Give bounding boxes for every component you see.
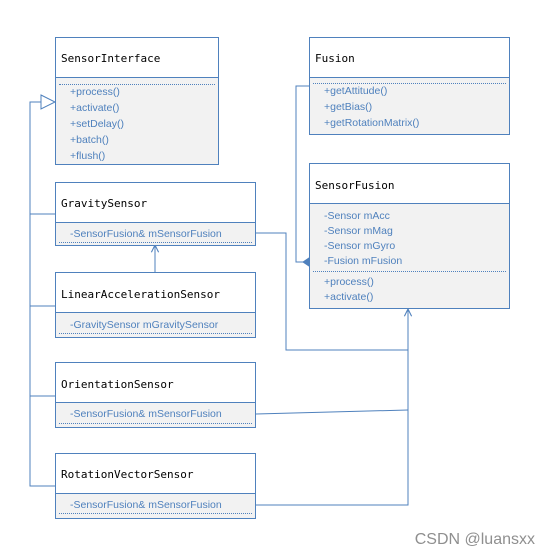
operation: +activate() bbox=[70, 102, 120, 114]
class-body: -SensorFusion& mSensorFusion bbox=[56, 493, 255, 518]
separator bbox=[59, 84, 215, 85]
attribute: -Sensor mGyro bbox=[324, 240, 396, 252]
operation: +getRotationMatrix() bbox=[324, 117, 420, 129]
class-name: RotationVectorSensor bbox=[61, 468, 194, 481]
operation: +activate() bbox=[324, 291, 374, 303]
attribute: -SensorFusion& mSensorFusion bbox=[70, 408, 222, 420]
operation: +getBias() bbox=[324, 101, 373, 113]
class-name: SensorInterface bbox=[61, 52, 161, 65]
separator bbox=[59, 333, 252, 334]
class-rotation-vector-sensor[interactable]: RotationVectorSensor -SensorFusion& mSen… bbox=[55, 453, 256, 519]
class-sensor-fusion[interactable]: SensorFusion -Sensor mAcc -Sensor mMag -… bbox=[309, 163, 510, 309]
attribute: -SensorFusion& mSensorFusion bbox=[70, 499, 222, 511]
attribute: -GravitySensor mGravitySensor bbox=[70, 319, 219, 331]
class-linear-acceleration-sensor[interactable]: LinearAccelerationSensor -GravitySensor … bbox=[55, 272, 256, 338]
class-body: -SensorFusion& mSensorFusion bbox=[56, 402, 255, 427]
separator bbox=[313, 271, 506, 272]
class-name: SensorFusion bbox=[315, 179, 395, 192]
fusion-composition-line bbox=[295, 85, 309, 263]
operation: +flush() bbox=[70, 150, 106, 162]
gravity-to-sensorfusion-line bbox=[256, 232, 408, 351]
rotationvector-to-sensorfusion-line bbox=[256, 309, 408, 506]
class-name: GravitySensor bbox=[61, 197, 148, 210]
attribute: -Fusion mFusion bbox=[324, 255, 403, 267]
class-body: +process() +activate() +setDelay() +batc… bbox=[56, 77, 218, 164]
inheritance-trunk bbox=[29, 101, 55, 487]
class-body: -Sensor mAcc -Sensor mMag -Sensor mGyro … bbox=[310, 203, 509, 308]
class-body: -SensorFusion& mSensorFusion bbox=[56, 222, 255, 245]
class-body: +getAttitude() +getBias() +getRotationMa… bbox=[310, 77, 509, 134]
class-sensor-interface[interactable]: SensorInterface +process() +activate() +… bbox=[55, 37, 219, 165]
class-orientation-sensor[interactable]: OrientationSensor -SensorFusion& mSensor… bbox=[55, 362, 256, 428]
class-name: Fusion bbox=[315, 52, 355, 65]
operation: +setDelay() bbox=[70, 118, 124, 130]
class-fusion[interactable]: Fusion +getAttitude() +getBias() +getRot… bbox=[309, 37, 510, 135]
separator bbox=[59, 513, 252, 514]
attribute: -Sensor mMag bbox=[324, 225, 393, 237]
attribute: -SensorFusion& mSensorFusion bbox=[70, 228, 222, 240]
attribute: -Sensor mAcc bbox=[324, 210, 390, 222]
class-name: LinearAccelerationSensor bbox=[61, 288, 220, 301]
inheritance-arrowhead bbox=[40, 94, 57, 110]
separator bbox=[59, 423, 252, 424]
separator bbox=[59, 242, 252, 243]
class-name: OrientationSensor bbox=[61, 378, 174, 391]
operation: +getAttitude() bbox=[324, 85, 388, 97]
operation: +process() bbox=[70, 86, 120, 98]
class-gravity-sensor[interactable]: GravitySensor -SensorFusion& mSensorFusi… bbox=[55, 182, 256, 246]
watermark: CSDN @luansxx bbox=[414, 531, 535, 548]
operation: +batch() bbox=[70, 134, 109, 146]
orientation-to-sensorfusion-line bbox=[255, 409, 409, 415]
separator bbox=[313, 83, 506, 84]
class-body: -GravitySensor mGravitySensor bbox=[56, 312, 255, 337]
operation: +process() bbox=[324, 276, 374, 288]
